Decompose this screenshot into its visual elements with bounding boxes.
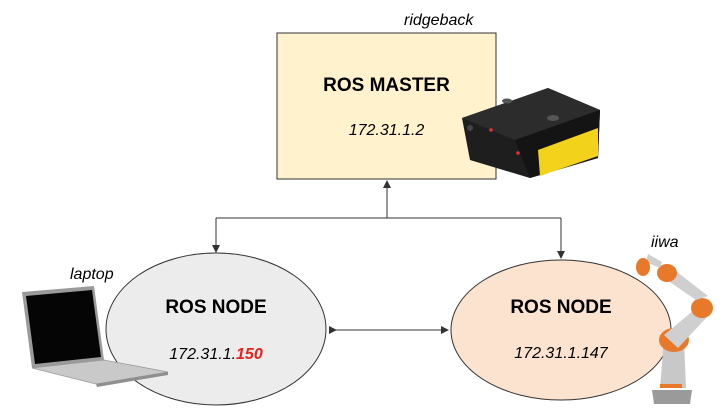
iiwa-robot-arm-icon — [636, 254, 713, 404]
iiwa-tag: iiwa — [651, 234, 679, 251]
laptop-node-ip-prefix: 172.31.1. — [169, 346, 237, 363]
laptop-node-ellipse — [105, 252, 327, 406]
laptop-tag: laptop — [70, 266, 114, 283]
master-ip: 172.31.1.2 — [348, 122, 425, 139]
connectors — [212, 180, 565, 334]
master-box — [276, 32, 497, 180]
iiwa-node-title: ROS NODE — [510, 297, 612, 318]
laptop-icon — [22, 286, 169, 387]
laptop-node-ip-highlight: 150 — [236, 346, 263, 363]
laptop-node-ip: 172.31.1.150 — [106, 346, 326, 364]
laptop-node-title: ROS NODE — [165, 297, 267, 318]
master-tag: ridgeback — [404, 12, 474, 29]
master-title: ROS MASTER — [323, 75, 450, 96]
iiwa-node-ellipse — [450, 259, 672, 401]
iiwa-node-ip: 172.31.1.147 — [514, 345, 608, 362]
ridgeback-robot-icon — [462, 88, 600, 178]
